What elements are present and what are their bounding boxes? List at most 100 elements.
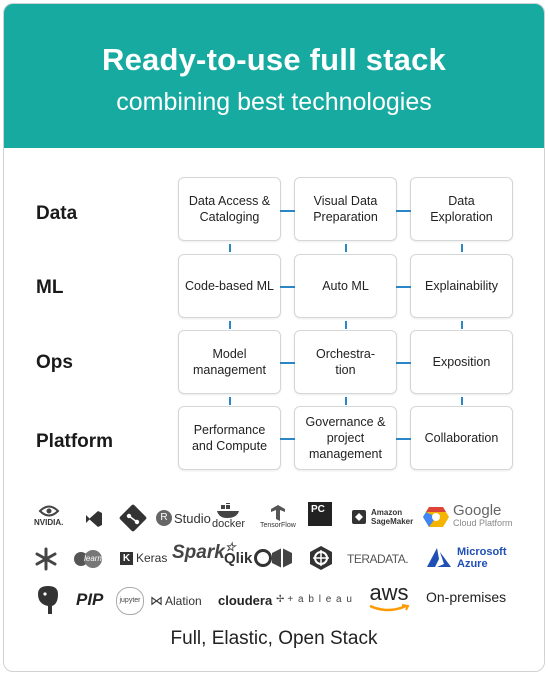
connector <box>461 244 463 252</box>
box-code-based-ml: Code-based ML <box>178 254 281 318</box>
box-label: Performance and Compute <box>191 423 268 453</box>
box-label: Governance & project management <box>305 415 386 461</box>
box-label: Collaboration <box>424 431 499 445</box>
qlik-logo: Qlik <box>224 549 273 567</box>
aws-logo: aws <box>368 582 410 612</box>
teradata-label: TERADATA. <box>347 552 409 566</box>
box-exposition: Exposition <box>410 330 513 394</box>
connector <box>396 286 411 288</box>
connector <box>345 321 347 329</box>
connector <box>280 210 295 212</box>
tableau-label: + a b l e a u <box>287 594 353 605</box>
aws-label: aws <box>369 580 409 605</box>
box-label: Model management <box>193 347 266 377</box>
box-data-access-cataloging: Data Access & Cataloging <box>178 177 281 241</box>
connector <box>280 362 295 364</box>
spark-logo: Spark ☆ <box>172 540 236 564</box>
docker-whale-icon <box>216 503 239 518</box>
jupyter-label: jupyter <box>116 587 144 615</box>
connector <box>396 362 411 364</box>
kubernetes-helm-icon <box>310 546 332 570</box>
stack-card: Ready-to-use full stack combining best t… <box>3 3 545 672</box>
sagemaker-logo: Amazon SageMaker <box>351 508 413 526</box>
rstudio-logo: R Studio <box>156 510 211 526</box>
teradata-logo: TERADATA. <box>347 552 409 566</box>
header-subtitle: combining best technologies <box>116 88 432 116</box>
tableau-logo: ✢ + a b l e a u <box>276 594 353 605</box>
box-model-management: Model management <box>178 330 281 394</box>
connector <box>229 397 231 405</box>
pycharm-logo: PC <box>308 502 332 526</box>
box-label: Explainability <box>425 279 498 293</box>
connector <box>280 286 295 288</box>
box-data-exploration: Data Exploration <box>410 177 513 241</box>
qlik-label: Qlik <box>224 549 253 567</box>
keras-label: Keras <box>136 551 168 565</box>
box-label: Code-based ML <box>185 279 274 293</box>
pip-label: PIP <box>76 590 104 609</box>
pycharm-label: PC <box>308 502 332 526</box>
google-label: Google <box>453 502 502 519</box>
connector <box>345 244 347 252</box>
connector <box>229 321 231 329</box>
connector <box>280 438 295 440</box>
spark-star-icon: ☆ <box>224 540 236 554</box>
box-orchestration: Orchestra- tion <box>294 330 397 394</box>
snowflake-logo <box>34 547 58 571</box>
connector <box>229 244 231 252</box>
nvidia-logo: NVIDIA. <box>34 504 63 527</box>
cloudera-label: cloudera <box>218 593 273 608</box>
postgresql-logo <box>34 584 62 616</box>
google-cloud-label: Cloud Platform <box>453 518 513 528</box>
azure-label: Microsoft Azure <box>457 546 507 570</box>
vscode-logo <box>84 509 104 529</box>
tableau-cross-icon: ✢ <box>276 594 286 605</box>
box-visual-data-preparation: Visual Data Preparation <box>294 177 397 241</box>
connector <box>461 397 463 405</box>
scikit-learn-logo: learn <box>74 550 102 568</box>
google-cloud-hex-icon <box>423 507 449 527</box>
connector <box>396 210 411 212</box>
qlik-q-icon <box>254 549 273 567</box>
keras-logo: K Keras <box>120 551 167 565</box>
header-banner: Ready-to-use full stack combining best t… <box>4 4 544 148</box>
box-collaboration: Collaboration <box>410 406 513 470</box>
dataiku-cube-logo <box>270 546 294 570</box>
azure-logo: Microsoft Azure <box>425 546 507 570</box>
tensorflow-icon <box>270 505 285 521</box>
alation-logo: ⋈ Alation <box>150 593 202 609</box>
tensorflow-logo: TensorFlow <box>260 504 296 530</box>
keras-k-icon: K <box>120 551 133 565</box>
box-label: Visual Data Preparation <box>313 194 378 224</box>
r-icon: R <box>156 510 172 526</box>
google-cloud-text: Google Cloud Platform <box>453 502 513 530</box>
row-label-platform: Platform <box>36 431 114 452</box>
kubernetes-logo <box>308 545 334 571</box>
box-label: Data Exploration <box>430 194 493 224</box>
pip-logo: PIP <box>76 590 103 610</box>
cloudera-logo: cloudera <box>218 593 272 608</box>
tensorflow-label: TensorFlow <box>260 522 296 529</box>
alation-bowtie-icon: ⋈ <box>150 593 163 608</box>
alation-label: Alation <box>165 594 202 608</box>
box-performance-compute: Performance and Compute <box>178 406 281 470</box>
azure-icon <box>427 548 451 567</box>
rstudio-label: Studio <box>174 510 211 526</box>
box-label: Auto ML <box>322 279 369 293</box>
git-logo <box>116 501 150 535</box>
google-cloud-logo: Google Cloud Platform <box>422 502 513 530</box>
onprem-text: On-premises <box>426 589 507 605</box>
docker-label: docker <box>212 518 246 530</box>
box-label: Exposition <box>432 355 491 369</box>
cube-icon <box>272 548 292 568</box>
box-explainability: Explainability <box>410 254 513 318</box>
on-premises-label: On-premises <box>426 589 506 605</box>
row-label-data: Data <box>36 203 78 224</box>
vscode-icon <box>86 511 102 527</box>
connector <box>461 321 463 329</box>
connector <box>345 397 347 405</box>
box-auto-ml: Auto ML <box>294 254 397 318</box>
spark-label: Spark <box>172 542 225 563</box>
connector <box>396 438 411 440</box>
aws-smile-icon <box>369 604 410 612</box>
